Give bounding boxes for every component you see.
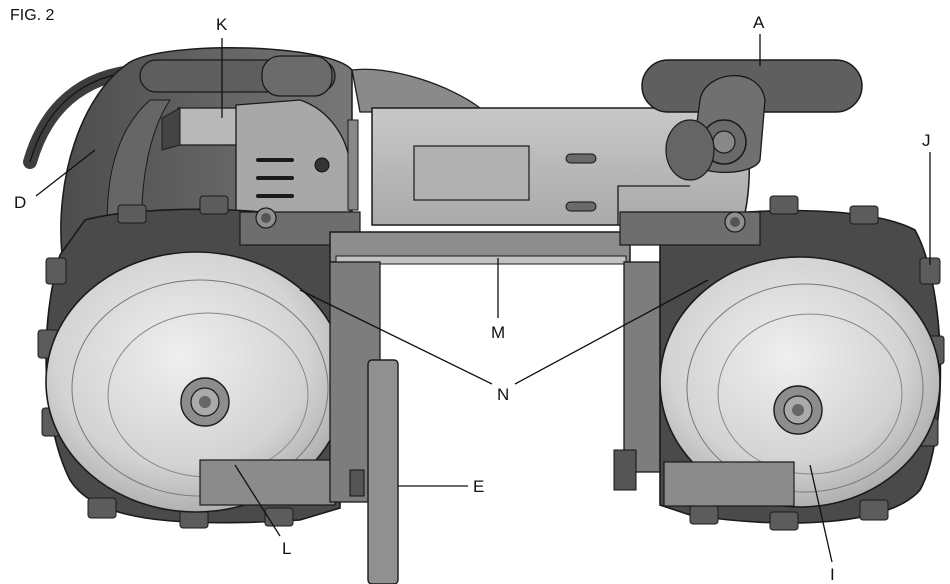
callout-a: A [753, 13, 765, 32]
nameplate [413, 145, 530, 201]
callout-k: K [216, 15, 228, 34]
right-wheel [659, 256, 941, 508]
callout-m: M [491, 323, 505, 342]
right-blade-guide [623, 261, 665, 473]
trigger [177, 107, 241, 146]
callout-l: L [282, 539, 291, 558]
callout-e: E [473, 477, 484, 496]
top-cover [351, 68, 482, 113]
callout-i: I [830, 565, 835, 584]
callout-n: N [497, 385, 509, 404]
saw-blade [367, 359, 399, 584]
leader-lines [35, 34, 931, 563]
callout-d: D [14, 193, 26, 212]
callout-j: J [922, 131, 931, 150]
figure-title: FIG. 2 [10, 7, 55, 24]
